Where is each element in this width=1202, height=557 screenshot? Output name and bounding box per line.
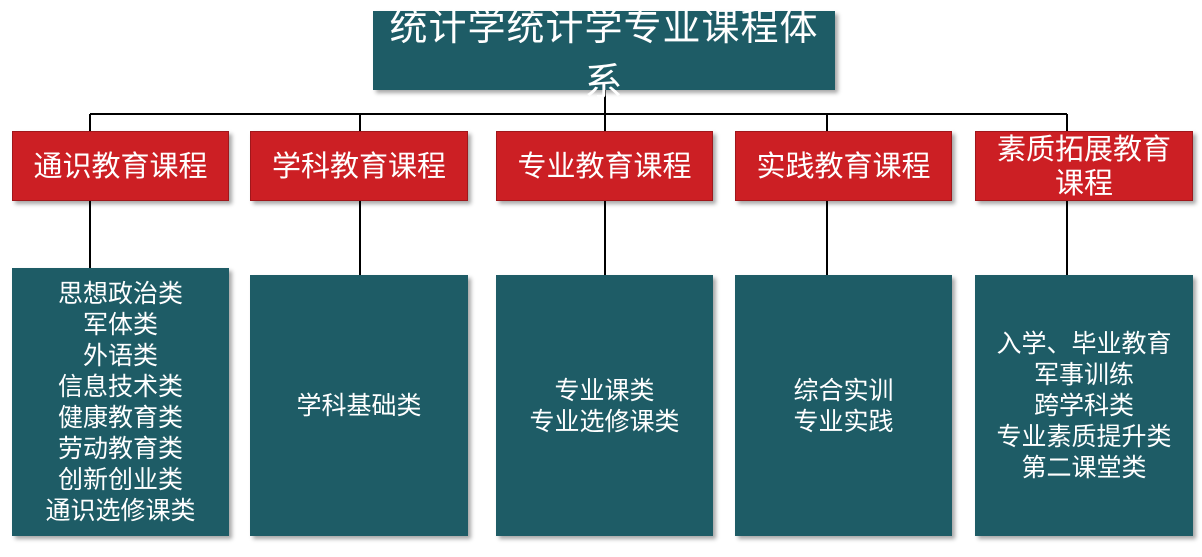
leaf-item: 综合实训: [793, 375, 894, 405]
leaf-item: 学科基础类: [296, 391, 422, 420]
leaf-major-education: 专业课类 专业选修课类: [496, 275, 713, 536]
category-label: 学科教育课程: [271, 149, 446, 183]
category-major-education: 专业教育课程: [496, 131, 713, 201]
category-quality-expansion: 素质拓展教育 课程: [975, 131, 1193, 201]
leaf-item: 专业选修课类: [529, 406, 680, 436]
leaf-item: 信息技术类: [57, 372, 183, 401]
category-label: 实践教育课程: [756, 149, 931, 183]
leaf-item: 入学、毕业教育: [996, 329, 1172, 358]
leaf-item: 专业素质提升类: [996, 422, 1172, 451]
leaf-item: 创新创业类: [57, 465, 183, 494]
leaf-general-education: 思想政治类 军体类 外语类 信息技术类 健康教育类 劳动教育类 创新创业类 通识…: [12, 268, 229, 536]
category-label: 通识教育课程: [33, 149, 208, 183]
category-general-education: 通识教育课程: [12, 131, 229, 201]
leaf-item: 专业课类: [554, 375, 655, 405]
leaf-item: 思想政治类: [57, 279, 183, 308]
root-label: 统计学统计学专业课程体系: [389, 4, 819, 104]
category-discipline-education: 学科教育课程: [250, 131, 468, 201]
category-practice-education: 实践教育课程: [735, 131, 952, 201]
leaf-item: 军事训练: [1033, 360, 1134, 389]
leaf-quality-expansion: 入学、毕业教育 军事训练 跨学科类 专业素质提升类 第二课堂类: [975, 275, 1193, 536]
category-label-line-2: 课程: [1054, 166, 1113, 200]
leaf-practice-education: 综合实训 专业实践: [735, 275, 952, 536]
leaf-item: 跨学科类: [1033, 391, 1134, 420]
leaf-item: 第二课堂类: [1021, 453, 1147, 482]
leaf-item: 通识选修课类: [45, 496, 196, 525]
leaf-item: 外语类: [82, 341, 158, 370]
leaf-item: 劳动教育类: [57, 434, 183, 463]
leaf-item: 健康教育类: [57, 403, 183, 432]
leaf-discipline-education: 学科基础类: [250, 275, 468, 536]
category-label-line-1: 素质拓展教育: [996, 132, 1171, 166]
leaf-item: 军体类: [82, 310, 158, 339]
category-label: 专业教育课程: [517, 149, 692, 183]
root-node: 统计学统计学专业课程体系: [373, 5, 835, 104]
leaf-item: 专业实践: [793, 406, 894, 436]
